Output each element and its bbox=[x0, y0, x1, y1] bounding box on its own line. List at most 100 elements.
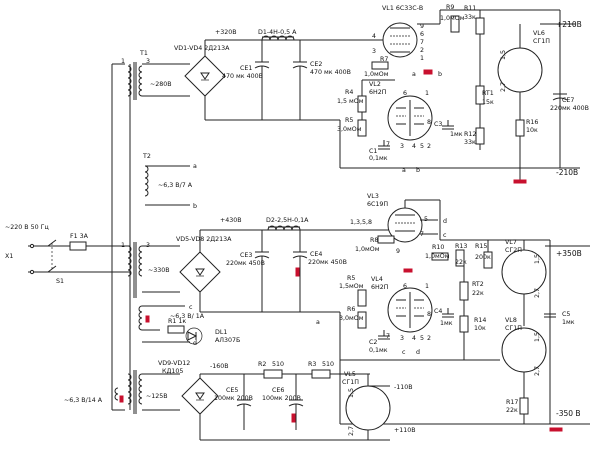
tube-vl6: VL6 СГ1П 1,5 2,7 bbox=[497, 30, 550, 100]
capacitor-c5: C5 1мк bbox=[544, 311, 575, 326]
vl1-pin-3: 3 bbox=[372, 48, 376, 55]
capacitor-ce6: CE6 100мк 200В bbox=[262, 374, 304, 430]
capacitor-c1: C1 0,1мк bbox=[369, 140, 390, 162]
rt1-value: 15к bbox=[482, 99, 494, 106]
vl4-type: 6Н2П bbox=[371, 284, 389, 291]
t2-heater-label: ~6,3 В/7 А bbox=[158, 182, 193, 189]
vl8-pins-bottom: 2,7 bbox=[534, 366, 541, 376]
t2-aux-label: ~6,3 В/ 1А bbox=[170, 313, 205, 320]
vl3-pins: 1,3,5,8 bbox=[350, 219, 372, 226]
r12-value: 33к bbox=[464, 139, 476, 146]
c4-value: 1мк bbox=[440, 320, 453, 327]
capacitor-c3: C3 1мк bbox=[434, 120, 463, 138]
connector-x1-label: X1 bbox=[5, 253, 13, 260]
vl2-pin-8: 8 bbox=[427, 119, 431, 126]
transformer-t2: T2 a b ~6,3 В/7 А bbox=[142, 153, 197, 210]
resistor-r15: R15 200к bbox=[475, 243, 493, 269]
vl6-label: VL6 bbox=[533, 30, 545, 37]
resistor-r7: R7 1,0мОм bbox=[364, 56, 389, 78]
t1-pin-1: 1 bbox=[121, 58, 125, 65]
dl1-type: АЛ307Б bbox=[215, 337, 240, 344]
resistor-r2: R2 510 bbox=[258, 361, 284, 379]
point-b-t2: b bbox=[193, 203, 197, 210]
vl8-pins-top: 1,5 bbox=[534, 332, 541, 342]
transformer-t2-main: ~330В 1 3 bbox=[121, 242, 180, 298]
vl3-label: VL3 bbox=[367, 193, 379, 200]
bridge-vd1-vd4: VD1-VD4 2Д213А bbox=[172, 40, 230, 120]
vl4-label: VL4 bbox=[371, 276, 383, 283]
r16-value: 10к bbox=[526, 127, 538, 134]
rt2-label: RT2 bbox=[472, 281, 484, 288]
c1-value: 0,1мк bbox=[369, 155, 388, 162]
rail-plus-350: +350В bbox=[556, 249, 582, 258]
rail-minus-160: -160В bbox=[210, 363, 229, 370]
resistor-r9: R9 1,0мОм bbox=[440, 4, 465, 33]
r14-value: 10к bbox=[474, 325, 486, 332]
point-b-vl2: b bbox=[416, 167, 420, 174]
resistor-r6: R6 3,0мОм bbox=[339, 306, 367, 329]
bridge3-label: VD9-VD12 bbox=[158, 360, 190, 367]
c1-label: C1 bbox=[369, 148, 377, 155]
r16-label: R16 bbox=[526, 119, 538, 126]
t1-pin-3: 3 bbox=[146, 58, 150, 65]
resistor-r3: R3 510 bbox=[308, 361, 334, 379]
vl5-pins-bottom: 2,7 bbox=[348, 426, 355, 436]
rail-plus-110: +110В bbox=[394, 427, 416, 434]
choke-d1-label: D1-4Н-0,5 А bbox=[258, 29, 297, 36]
r10-label: R10 bbox=[432, 244, 444, 251]
t3-heater-label: ~6,3 В/14 А bbox=[64, 397, 103, 404]
r9-value: 1,0мОм bbox=[440, 15, 465, 22]
ground-marker-t3 bbox=[119, 395, 124, 403]
vl3-type: 6С19П bbox=[367, 201, 388, 208]
r8-label: R8 bbox=[370, 237, 378, 244]
vl2-pin-1: 1 bbox=[425, 90, 429, 97]
point-a-t2: a bbox=[193, 163, 197, 170]
r9-label: R9 bbox=[446, 4, 454, 11]
c5-value: 1мк bbox=[562, 319, 575, 326]
tube-vl5: VL5 СГ1П 1,5 2,7 bbox=[342, 371, 391, 440]
choke-d2-label: D2-2,5Н-0,1А bbox=[266, 217, 309, 224]
capacitor-ce3: CE3 220мк 450В bbox=[226, 230, 270, 312]
rail-plus-320: +320В bbox=[215, 29, 237, 36]
ground-marker-t2-aux bbox=[145, 315, 150, 323]
point-c-t2: c bbox=[189, 304, 193, 311]
c5-label: C5 bbox=[562, 311, 570, 318]
capacitor-ce7: CE7 220мк 400В bbox=[550, 93, 589, 112]
vl2-pin-5: 5 bbox=[420, 143, 424, 150]
fuse-f1 bbox=[69, 241, 87, 251]
vl5-pins-top: 1,5 bbox=[348, 388, 355, 398]
ce7-label: CE7 bbox=[562, 97, 574, 104]
r11-value: 33к bbox=[464, 14, 476, 21]
r2-label: R2 bbox=[258, 361, 266, 368]
ce3-label: CE3 bbox=[240, 252, 252, 259]
vl2-pin-6: 6 bbox=[403, 90, 407, 97]
vl1-pin-7: 7 bbox=[420, 39, 424, 46]
point-a-label: a bbox=[316, 319, 320, 326]
vl1-pin-6: 6 bbox=[420, 31, 424, 38]
ground-marker-vl4 bbox=[403, 268, 413, 273]
r5-top-label: R5 bbox=[345, 117, 353, 124]
capacitor-ce4: CE4 220мк 450В bbox=[292, 230, 347, 312]
resistor-r17: R17 22к bbox=[506, 397, 529, 415]
r6-value: 3,0мОм bbox=[339, 315, 364, 322]
vl1-pin-4: 4 bbox=[372, 33, 376, 40]
rt2-value: 22к bbox=[472, 290, 484, 297]
rail-minus-350: -350 В bbox=[556, 409, 581, 418]
r3-value: 510 bbox=[322, 361, 334, 368]
vl1-pin-2: 2 bbox=[420, 47, 424, 54]
resistor-r10: R10 1,0мОм bbox=[425, 244, 450, 261]
ce7-value: 220мк 400В bbox=[550, 105, 589, 112]
vl4-pin-8: 8 bbox=[427, 311, 431, 318]
r3-label: R3 bbox=[308, 361, 316, 368]
vl2-pin-7: 7 bbox=[386, 141, 390, 148]
resistor-r8: R8 1,0мОм bbox=[355, 235, 395, 253]
resistor-r13: R13 22к bbox=[455, 243, 467, 267]
vl4-pin-4: 4 bbox=[412, 335, 416, 342]
vl2-pin-4: 4 bbox=[412, 143, 416, 150]
vl6-type: СГ1П bbox=[533, 38, 550, 45]
t1-label: T1 bbox=[139, 50, 148, 57]
ground-marker-vl1 bbox=[423, 69, 433, 75]
vl5-type: СГ1П bbox=[342, 379, 359, 386]
vl7-type: СГ2П bbox=[505, 247, 522, 254]
